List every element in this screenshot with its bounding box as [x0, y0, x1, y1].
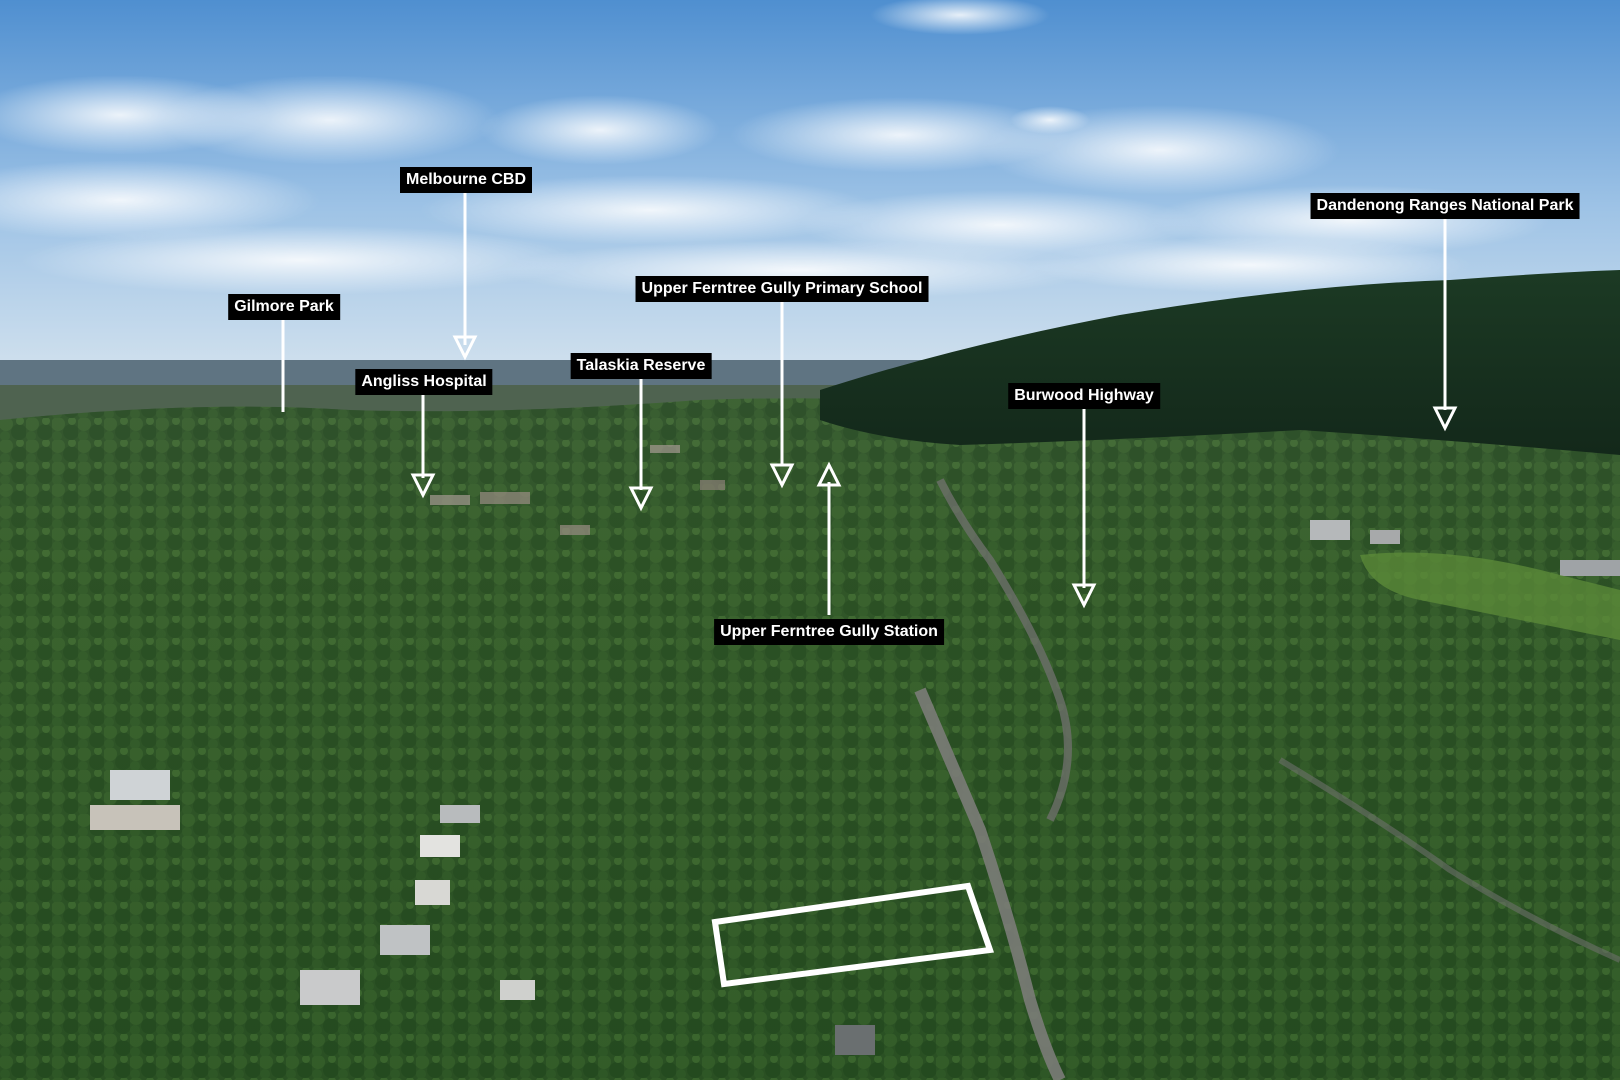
upper-ferntree-gully-station-arrowhead: [816, 461, 842, 487]
upper-ferntree-gully-primary-school-arrowhead: [769, 463, 795, 489]
label-gilmore-park: Gilmore Park: [228, 294, 340, 320]
angliss-hospital-arrowhead: [410, 473, 436, 499]
houses: [90, 520, 1620, 1055]
melbourne-cbd-arrowhead: [452, 335, 478, 361]
clouds: [0, 0, 1550, 300]
label-dandenong-ranges-national-park: Dandenong Ranges National Park: [1310, 193, 1580, 219]
dandenong-ranges-national-park-arrowhead: [1432, 406, 1458, 432]
talaskia-reserve-arrowhead: [628, 486, 654, 512]
label-talaskia-reserve: Talaskia Reserve: [570, 353, 712, 379]
label-upper-ferntree-gully-station: Upper Ferntree Gully Station: [714, 619, 944, 645]
town-buildings: [430, 445, 725, 535]
site-outline: [711, 882, 995, 988]
label-upper-ferntree-gully-primary-school: Upper Ferntree Gully Primary School: [635, 276, 929, 302]
marker-lines: [281, 193, 1458, 615]
label-melbourne-cbd: Melbourne CBD: [400, 167, 532, 193]
burwood-highway-arrowhead: [1071, 583, 1097, 609]
label-burwood-highway: Burwood Highway: [1008, 383, 1160, 409]
label-angliss-hospital: Angliss Hospital: [355, 369, 493, 395]
